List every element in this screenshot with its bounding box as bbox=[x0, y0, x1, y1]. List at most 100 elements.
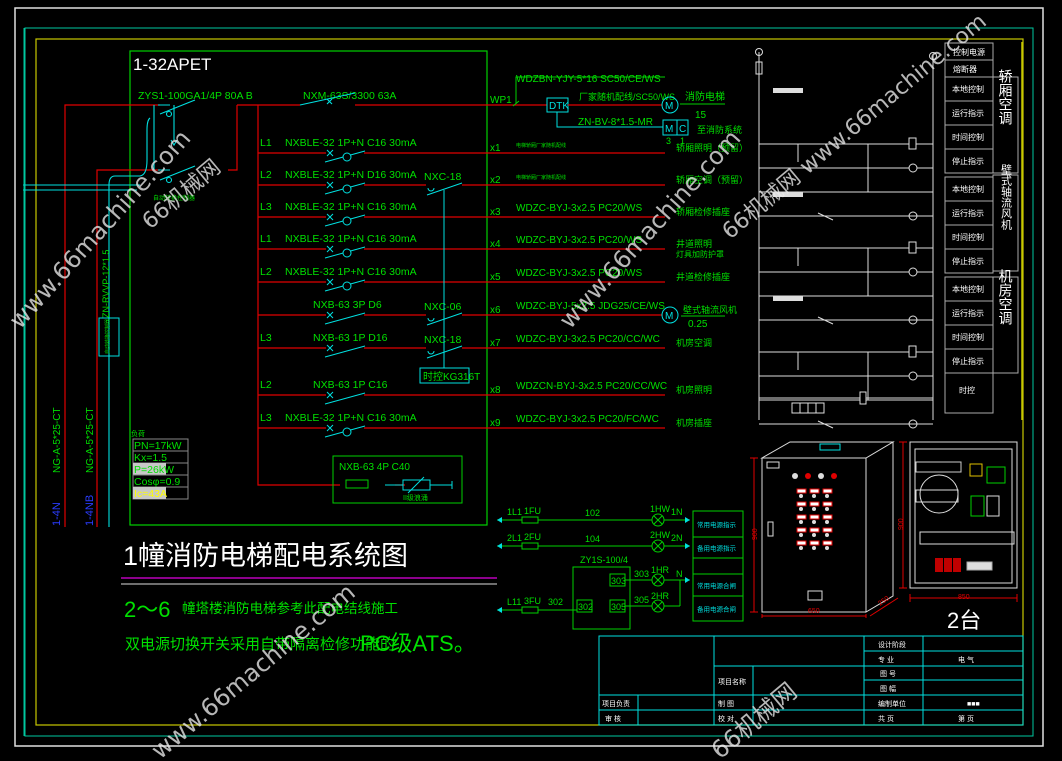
push-button-icon bbox=[809, 540, 820, 546]
timer-icon bbox=[986, 466, 1006, 484]
terminal-block bbox=[791, 402, 801, 414]
button-icon bbox=[812, 533, 816, 537]
load-label: 轿厢空调（预留） bbox=[676, 174, 748, 185]
circuit-id: x1 bbox=[490, 143, 501, 154]
contactor: NXC-18 bbox=[424, 171, 463, 196]
panel-enclosure bbox=[129, 50, 488, 526]
quantity-label: 2台 bbox=[947, 608, 981, 633]
tb-project-name: 项目名称 bbox=[718, 677, 746, 686]
tb-drawn: 制 图 bbox=[718, 699, 734, 708]
circuit-id: x3 bbox=[490, 207, 501, 218]
circuit-id: x2 bbox=[490, 175, 501, 186]
terminal-arrow-icon bbox=[497, 517, 502, 523]
button-icon bbox=[825, 546, 829, 550]
dtk-label: DTK bbox=[549, 101, 569, 112]
lamp-cross bbox=[653, 575, 663, 585]
tb-project-lead: 项目负责 bbox=[602, 699, 630, 708]
push-button-icon bbox=[796, 527, 807, 533]
push-button-icon bbox=[796, 501, 807, 507]
push-button-icon bbox=[822, 514, 833, 520]
group-cell bbox=[992, 174, 1019, 272]
title-block: 设计阶段专 业电 气图 号图 幅编制单位■■■共 页第 页项目名称项目负责审 核… bbox=[598, 635, 1024, 726]
motor-symbol: M bbox=[665, 311, 673, 322]
ats-module-label: ZY1S-100/4 bbox=[580, 555, 628, 565]
wire-label: 305 bbox=[634, 595, 649, 605]
load-label: 机房插座 bbox=[676, 417, 712, 428]
spd-symbol bbox=[385, 476, 453, 494]
push-button-icon bbox=[822, 488, 833, 494]
table-item: 运行指示 bbox=[952, 108, 984, 118]
button-icon bbox=[799, 494, 803, 498]
mc-c: C bbox=[679, 124, 686, 135]
feeder-cable-1: NG-A-5*25-CT bbox=[52, 407, 63, 473]
button-icon bbox=[799, 533, 803, 537]
table-item: 时控 bbox=[959, 385, 975, 395]
contactor: NXC-18 bbox=[424, 334, 463, 359]
push-button-icon bbox=[809, 501, 820, 507]
fuse-icon-3 bbox=[521, 606, 539, 614]
breaker-white bbox=[966, 561, 993, 571]
dimension-lines bbox=[750, 457, 899, 618]
button-icon bbox=[812, 546, 816, 550]
contactor: NXC-06 bbox=[424, 301, 463, 326]
group-label: 壁式轴流风机 bbox=[1000, 163, 1013, 230]
breaker-label: NXBLE-32 1P+N C16 30mA bbox=[285, 233, 417, 245]
watermark-text: www.66machine.com bbox=[4, 124, 197, 334]
feeder-tag-1: 1-4N bbox=[51, 502, 63, 526]
phase-label: L1 bbox=[260, 233, 272, 245]
rcd-icon bbox=[342, 281, 352, 291]
contact-icon bbox=[817, 316, 834, 325]
lamp-label: 2HW bbox=[650, 530, 671, 540]
fan-motor-icon bbox=[661, 306, 679, 324]
fuse-label: 1FU bbox=[524, 506, 541, 516]
indicator-legend-box bbox=[692, 510, 744, 622]
circuit-id: x4 bbox=[490, 239, 501, 250]
ats-module-box bbox=[572, 566, 631, 630]
cabinet-nameplate bbox=[766, 461, 780, 469]
fuse-icon bbox=[521, 542, 539, 550]
button-icon bbox=[799, 546, 803, 550]
group-cell bbox=[992, 276, 1019, 374]
button-icon bbox=[825, 520, 829, 524]
drawing-title: 1幢消防电梯配电系统图 bbox=[123, 541, 408, 571]
load-row-text: Ic=43A bbox=[134, 488, 167, 500]
spd-breaker: NXB-63 4P C40 bbox=[339, 462, 410, 473]
contact-icon bbox=[817, 212, 834, 221]
lamp-label: 1HR bbox=[651, 565, 670, 575]
terminal-strip bbox=[915, 461, 962, 473]
fuse-icon bbox=[521, 516, 539, 524]
inner-frame bbox=[35, 38, 1024, 726]
lamp-cross bbox=[653, 515, 663, 525]
main-breaker-symbol bbox=[299, 92, 356, 106]
cabinet-3d-outline bbox=[760, 441, 895, 613]
phase-label: L2 bbox=[260, 266, 272, 278]
pilot-light-icon bbox=[805, 473, 811, 479]
legend-item: 常用电源合闸 bbox=[697, 581, 736, 590]
note-line1-num: 2～6 bbox=[124, 597, 170, 622]
button-icon bbox=[825, 507, 829, 511]
table-item: 熔断器 bbox=[953, 64, 977, 74]
tb-discipline-value: 电 气 bbox=[958, 655, 974, 664]
button-icon bbox=[825, 533, 829, 537]
wire-label: 104 bbox=[585, 534, 600, 544]
breaker-icon bbox=[970, 495, 985, 517]
ctrl-fuse-icon bbox=[755, 61, 763, 75]
neutral-label: N bbox=[676, 569, 683, 579]
feeder-cable-2: NG-A-5*25-CT bbox=[85, 407, 96, 473]
cabinet-front bbox=[761, 457, 867, 613]
fuse-label: 2FU bbox=[524, 532, 541, 542]
dim-height-2: 900 bbox=[898, 518, 905, 530]
mc-label: 至消防系统 bbox=[697, 124, 742, 135]
button-icon bbox=[812, 494, 816, 498]
load-label: 井道检修插座 bbox=[676, 271, 730, 282]
breaker-switch-icon bbox=[324, 391, 366, 405]
out-label: 2N bbox=[671, 533, 683, 543]
load-row-text: Cosφ=0.9 bbox=[134, 476, 180, 488]
feeder-lines bbox=[64, 104, 238, 527]
breaker-label: NXB-63 3P D6 bbox=[313, 299, 382, 311]
feeder-tag-2: 1-4NB bbox=[84, 495, 96, 526]
